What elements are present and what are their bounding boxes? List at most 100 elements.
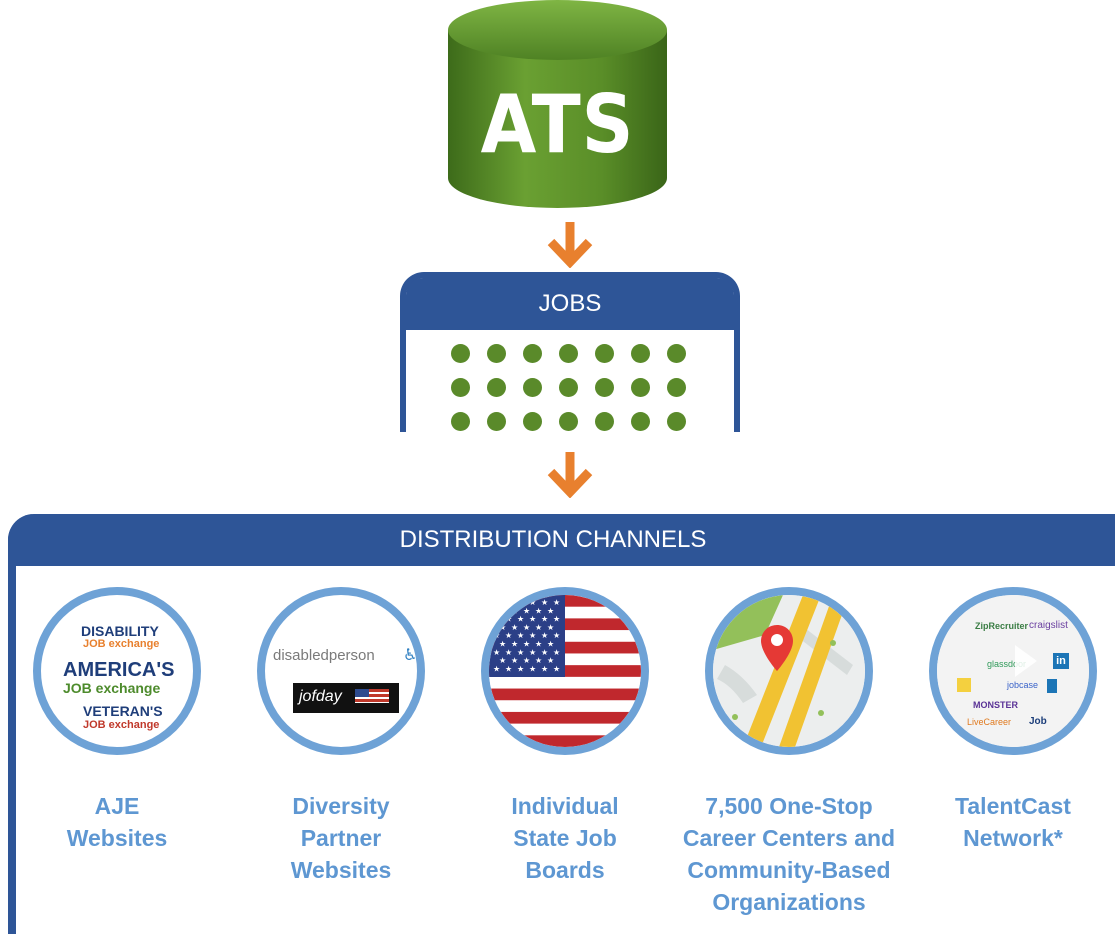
svg-text:★: ★: [523, 640, 530, 649]
svg-text:★: ★: [505, 664, 512, 673]
job-dot: [667, 378, 686, 397]
svg-text:★: ★: [523, 623, 530, 632]
job-dot: [631, 344, 650, 363]
channel-label-line: AJE: [94, 793, 140, 819]
distribution-panel: DISTRIBUTION CHANNELS: [8, 514, 1115, 934]
us-flag-icon: ★★★★★★★★★★★★★★★★★★★★★★★★★★★★★★★★★★★★★★★★…: [489, 595, 641, 747]
job-dot: [451, 344, 470, 363]
channel-label-line: Websites: [66, 825, 168, 851]
svg-text:★: ★: [505, 648, 512, 657]
job-dot: [595, 378, 614, 397]
jofday-logo: jofday: [293, 683, 399, 713]
job-dot: [667, 344, 686, 363]
svg-text:★: ★: [529, 598, 536, 607]
svg-text:★: ★: [511, 640, 518, 649]
svg-text:★: ★: [541, 631, 548, 640]
channel-label-line: Diversity: [292, 793, 390, 819]
svg-text:★: ★: [541, 664, 548, 673]
jobs-title: JOBS: [406, 278, 734, 330]
channel-label-line: 7,500 One-Stop: [705, 793, 873, 819]
svg-text:★: ★: [523, 656, 530, 665]
channel-label-line: Network*: [963, 825, 1063, 851]
us-flag-circle: ★★★★★★★★★★★★★★★★★★★★★★★★★★★★★★★★★★★★★★★★…: [481, 587, 649, 755]
svg-text:★: ★: [553, 598, 560, 607]
channel-label-line: Individual: [511, 793, 619, 819]
diversity-logos-circle: disabledperson ♿ jofday: [257, 587, 425, 755]
svg-text:★: ★: [499, 640, 506, 649]
svg-text:★: ★: [505, 615, 512, 624]
logo-text: JOB exchange: [83, 638, 160, 650]
job-dot: [487, 412, 506, 431]
channel-label-line: Websites: [290, 857, 392, 883]
svg-text:★: ★: [547, 606, 554, 615]
job-dot: [559, 412, 578, 431]
logo-text: ZipRecruiter: [975, 621, 1029, 631]
svg-text:★: ★: [553, 664, 560, 673]
job-dot: [667, 412, 686, 431]
svg-text:★: ★: [535, 656, 542, 665]
svg-text:★: ★: [529, 648, 536, 657]
svg-text:★: ★: [493, 664, 500, 673]
logo-text: AMERICA'S: [63, 659, 175, 681]
logo-text: disabledperson: [273, 647, 375, 664]
channel-label-line: Organizations: [712, 889, 866, 915]
svg-text:★: ★: [553, 615, 560, 624]
svg-text:★: ★: [499, 656, 506, 665]
logo-text: JOB exchange: [63, 680, 161, 696]
svg-text:★: ★: [547, 640, 554, 649]
logo-mark-icon: [1047, 679, 1057, 693]
svg-text:★: ★: [541, 648, 548, 657]
svg-text:★: ★: [511, 623, 518, 632]
svg-text:★: ★: [541, 598, 548, 607]
svg-text:★: ★: [511, 656, 518, 665]
svg-text:★: ★: [517, 664, 524, 673]
job-dot: [559, 344, 578, 363]
job-dot: [487, 378, 506, 397]
arrow-down-icon: [547, 222, 593, 268]
logo-text: in: [1053, 653, 1069, 669]
job-dot: [631, 412, 650, 431]
job-dot: [523, 412, 542, 431]
arrow-down-icon: [547, 452, 593, 498]
talentcast-logos-circle: ZipRecruiter craigslist in glassdoor job…: [929, 587, 1097, 755]
channel-label-line: State Job: [513, 825, 617, 851]
job-dot: [523, 344, 542, 363]
channel-label-line: TalentCast: [955, 793, 1071, 819]
logo-text: MONSTER: [973, 700, 1018, 710]
svg-text:★: ★: [517, 648, 524, 657]
job-dot: [631, 378, 650, 397]
svg-text:★: ★: [535, 606, 542, 615]
job-dot: [559, 378, 578, 397]
database-cylinder-icon: [448, 0, 667, 208]
svg-text:★: ★: [493, 631, 500, 640]
svg-text:★: ★: [547, 623, 554, 632]
job-dot: [595, 412, 614, 431]
job-dot: [451, 412, 470, 431]
job-dot: [487, 344, 506, 363]
svg-text:★: ★: [517, 615, 524, 624]
job-dot: [523, 378, 542, 397]
channel-label-line: Boards: [525, 857, 605, 883]
jobs-panel: JOBS: [400, 272, 740, 432]
channel-label-line: Community-Based: [687, 857, 891, 883]
play-icon: [1015, 645, 1037, 677]
channel-label-line: Partner: [300, 825, 382, 851]
logo-text: glassdoor: [987, 659, 1027, 669]
svg-text:★: ★: [505, 631, 512, 640]
svg-text:★: ★: [541, 615, 548, 624]
svg-text:★: ★: [499, 623, 506, 632]
svg-text:★: ★: [535, 640, 542, 649]
channel-label-line: Career Centers and: [682, 825, 896, 851]
distribution-title: DISTRIBUTION CHANNELS: [8, 514, 1115, 566]
ats-database: ATS: [446, 0, 669, 210]
svg-text:★: ★: [553, 648, 560, 657]
svg-text:★: ★: [529, 631, 536, 640]
logo-text: VETERAN'S: [83, 703, 163, 719]
logo-text: DISABILITY: [81, 623, 159, 639]
svg-text:★: ★: [547, 656, 554, 665]
svg-text:★: ★: [535, 623, 542, 632]
